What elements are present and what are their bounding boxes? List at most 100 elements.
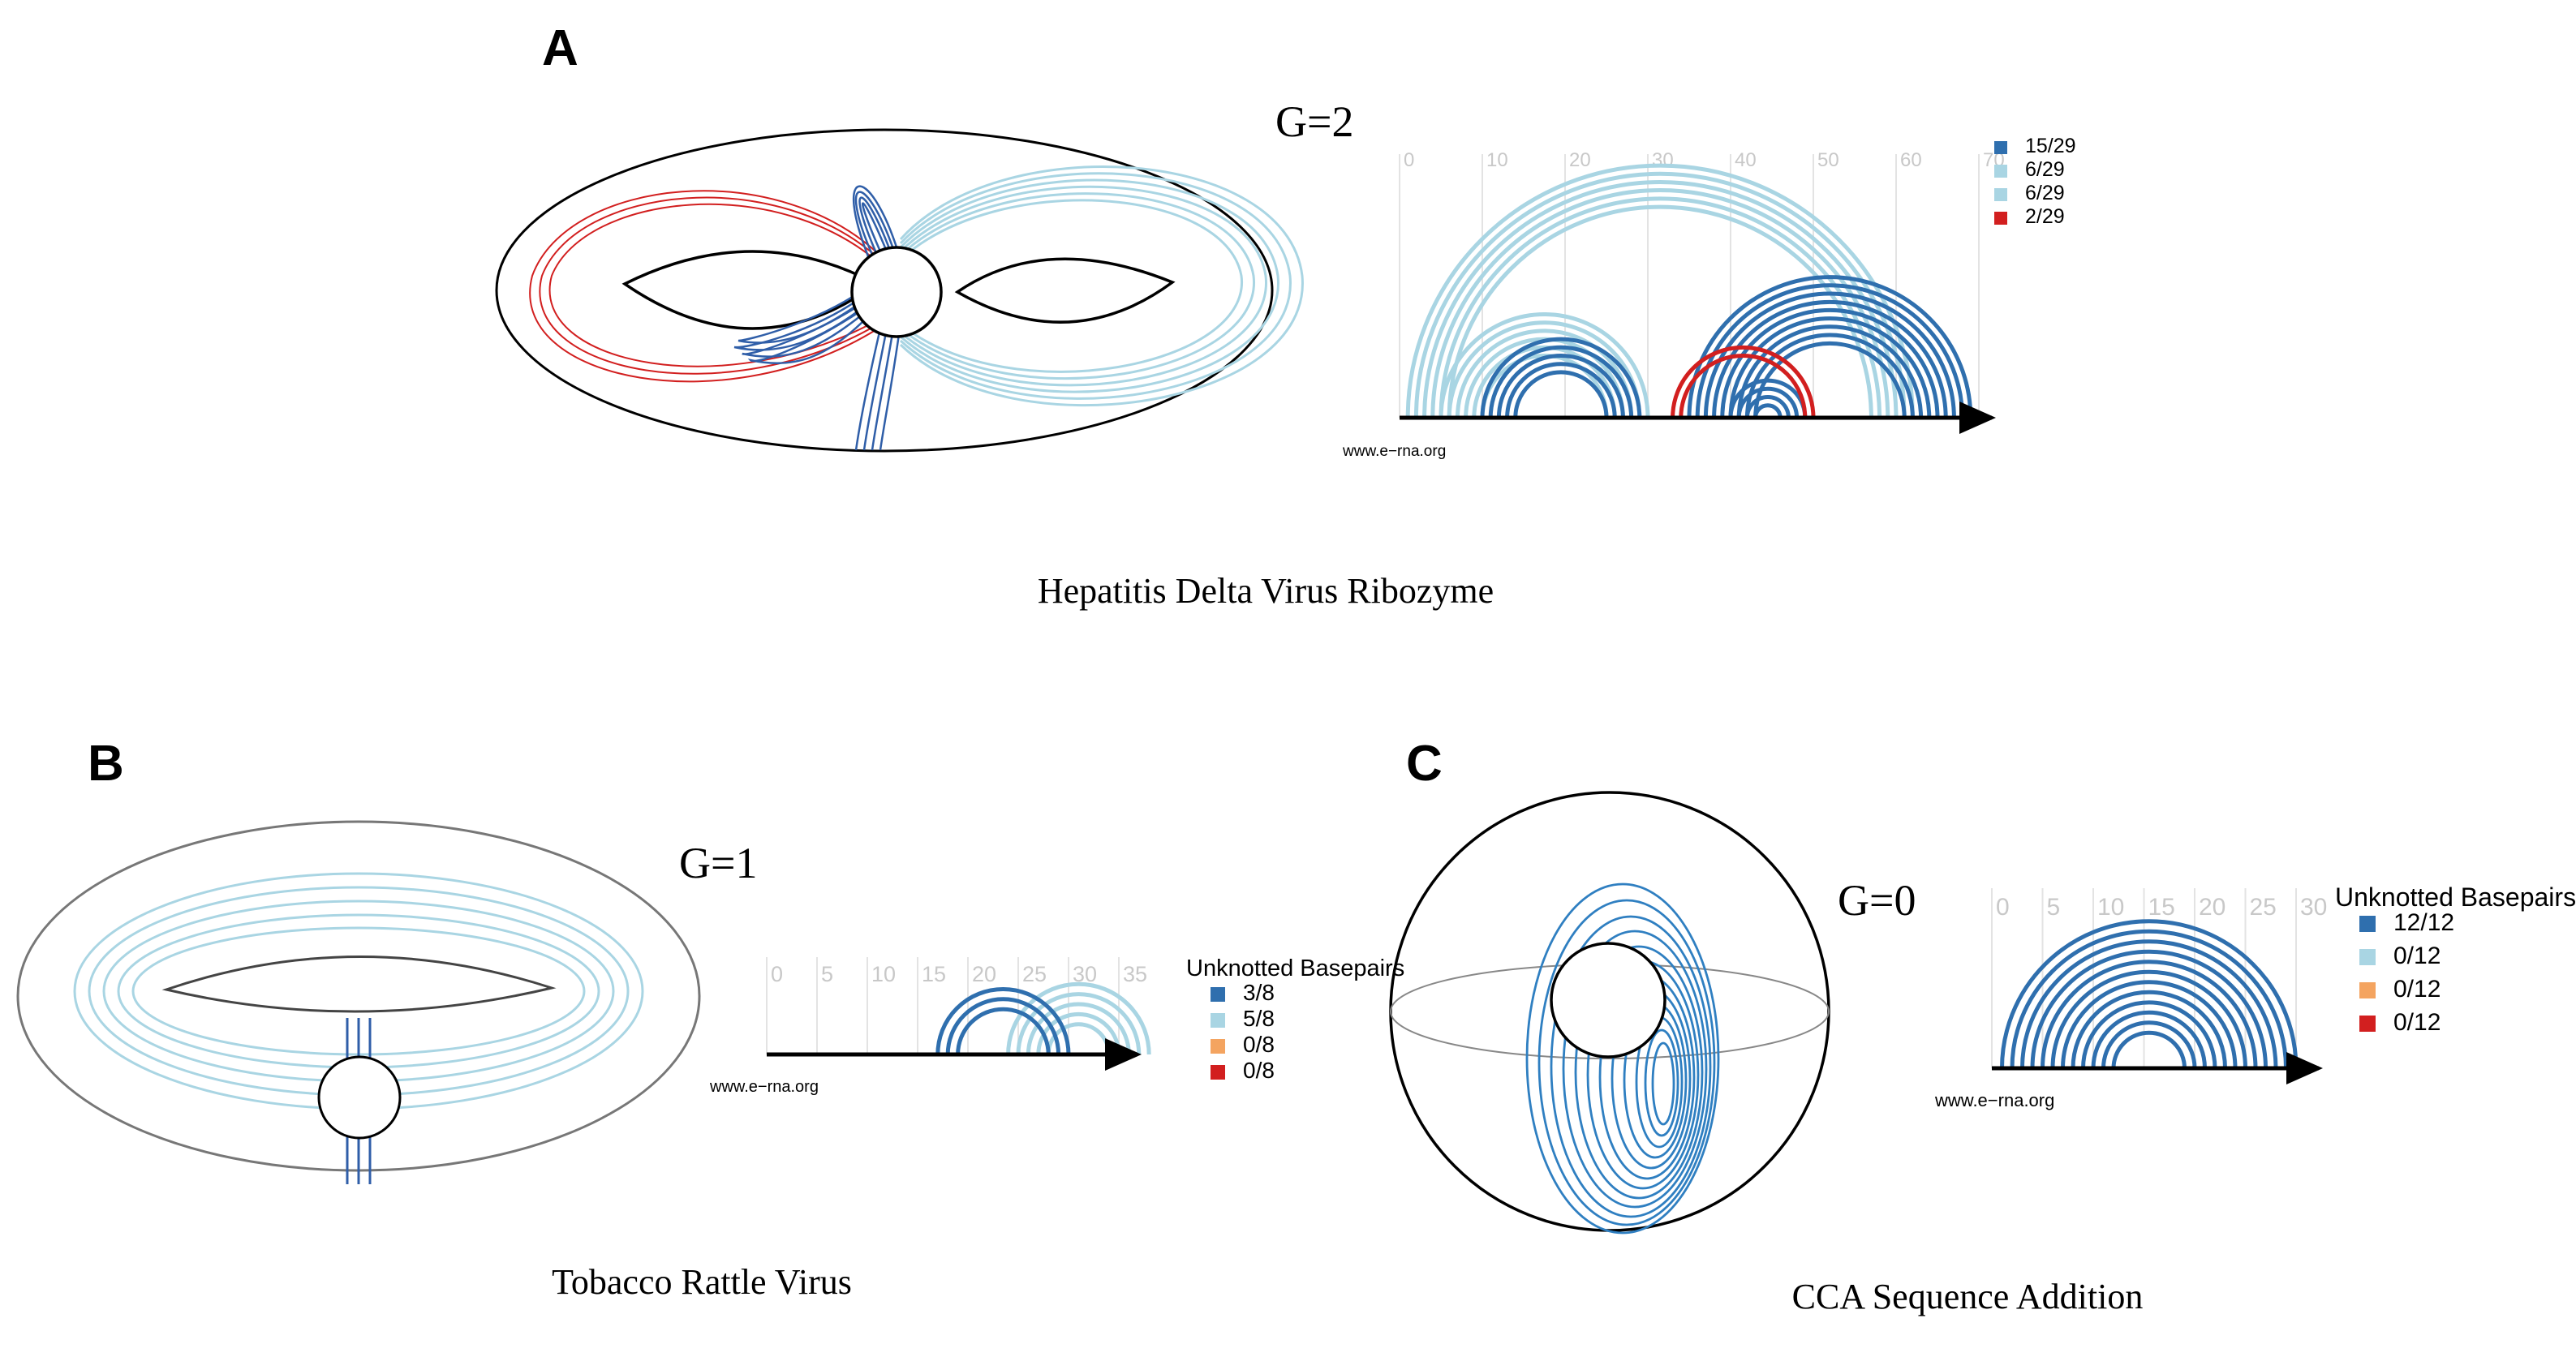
basepair-arc bbox=[1447, 320, 1642, 419]
axis-tick-label: 0 bbox=[771, 962, 783, 986]
legend-swatch bbox=[1994, 188, 2007, 201]
legend-swatch bbox=[1211, 1065, 1225, 1080]
basepair-arc bbox=[1016, 992, 1142, 1055]
basepair-arc bbox=[2091, 1010, 2207, 1069]
legend-label: 0/8 bbox=[1243, 1032, 1275, 1057]
legend-label: 0/12 bbox=[2393, 1009, 2441, 1036]
basepair-arc bbox=[1036, 1011, 1121, 1055]
torus-surface bbox=[16, 820, 701, 1184]
red-strands bbox=[529, 190, 885, 383]
panel-b-letter: B bbox=[88, 736, 124, 792]
basepair-arc bbox=[945, 997, 1061, 1055]
legend-label: 12/12 bbox=[2393, 909, 2454, 936]
basepair-arc bbox=[1679, 354, 1808, 419]
basepair-arc bbox=[2061, 980, 2238, 1069]
basepair-arc bbox=[1006, 981, 1151, 1055]
caption-b: Tobacco Rattle Virus bbox=[552, 1262, 852, 1302]
dark-blue-strands bbox=[733, 185, 902, 451]
basepair-arc bbox=[1736, 324, 1924, 419]
basepair-arc bbox=[1712, 299, 1948, 419]
legend-swatch bbox=[1994, 212, 2007, 225]
legend-swatch bbox=[2359, 982, 2376, 998]
axis-tick-label: 10 bbox=[2097, 894, 2124, 921]
axis-tick-label: 20 bbox=[972, 962, 996, 986]
basepair-arc bbox=[1505, 362, 1617, 419]
axis-tick-label: 30 bbox=[2300, 894, 2327, 921]
torus-hole bbox=[161, 955, 557, 1013]
axis-tick-label: 30 bbox=[1652, 149, 1674, 171]
legend-swatch bbox=[2359, 916, 2376, 932]
boundary-disk-c bbox=[1550, 942, 1666, 1059]
basepair-arc bbox=[2111, 1030, 2187, 1069]
basepair-arc bbox=[2000, 919, 2299, 1069]
legend-swatch bbox=[1211, 987, 1225, 1002]
right-hole bbox=[954, 257, 1176, 324]
basepair-arc bbox=[1480, 337, 1642, 419]
credit-c: www.e−rna.org bbox=[1934, 1090, 2054, 1110]
basepair-arc bbox=[1728, 316, 1932, 419]
axis-tick-label: 5 bbox=[2047, 894, 2061, 921]
axis-tick-label: 15 bbox=[2148, 894, 2175, 921]
basepair-arc bbox=[1720, 307, 1940, 419]
axis-tick-label: 60 bbox=[1900, 149, 1922, 171]
basepair-arc bbox=[2081, 1000, 2217, 1069]
axis-tick-label: 0 bbox=[1404, 149, 1414, 171]
basepair-arc bbox=[1496, 354, 1625, 419]
axis-tick-label: 5 bbox=[821, 962, 833, 986]
axis-tick-label: 20 bbox=[2199, 894, 2226, 921]
boundary-disk-b bbox=[317, 1055, 402, 1140]
legend-label: 3/8 bbox=[1243, 980, 1275, 1005]
basepair-arc bbox=[1430, 188, 1890, 419]
basepair-arc bbox=[956, 1007, 1051, 1055]
basepair-arc bbox=[1753, 403, 1783, 419]
axis-tick-label: 10 bbox=[1486, 149, 1508, 171]
genus-label-a: G=2 bbox=[1275, 97, 1353, 146]
basepair-arc bbox=[1439, 312, 1650, 419]
basepair-arc bbox=[2030, 949, 2268, 1069]
legend-swatch bbox=[1211, 1039, 1225, 1054]
basepair-arc bbox=[2020, 939, 2278, 1069]
legend-label: 5/8 bbox=[1243, 1006, 1275, 1031]
caption-c: CCA Sequence Addition bbox=[1792, 1277, 2144, 1316]
axis-tick-label: 50 bbox=[1817, 149, 1839, 171]
legend-swatch bbox=[2359, 1016, 2376, 1032]
axis-tick-label: 40 bbox=[1735, 149, 1757, 171]
genus-two-surface bbox=[495, 128, 1304, 453]
basepair-arc bbox=[1753, 341, 1907, 419]
legend-title: Unknotted Basepairs bbox=[2335, 882, 2576, 912]
grid-c bbox=[1991, 888, 2297, 1068]
axis-tick-label: 15 bbox=[922, 962, 946, 986]
legend-label: 6/29 bbox=[2025, 182, 2065, 204]
axis-tick-label: 25 bbox=[2250, 894, 2277, 921]
axis-tick-label: 0 bbox=[1996, 894, 2010, 921]
axis-tick-label: 35 bbox=[1123, 962, 1147, 986]
legend-label: 15/29 bbox=[2025, 135, 2076, 157]
legend-swatch bbox=[1994, 141, 2007, 154]
basepair-arc bbox=[2041, 960, 2258, 1069]
legend-label: 6/29 bbox=[2025, 158, 2065, 181]
legend-swatch bbox=[2359, 949, 2376, 965]
basepair-arc bbox=[2101, 1020, 2197, 1069]
legend-label: 2/29 bbox=[2025, 205, 2065, 228]
legend-swatch bbox=[1211, 1013, 1225, 1028]
panel-a: A bbox=[495, 20, 2076, 611]
axis-tick-label: 20 bbox=[1569, 149, 1591, 171]
arc-diagram-c: 0 5 10 15 20 25 30 www.e−rna.org Unknotted Bas… bbox=[1934, 882, 2576, 1110]
basepair-arc bbox=[1488, 345, 1634, 419]
basepair-arc bbox=[1736, 386, 1800, 419]
arcs-a bbox=[1405, 163, 1973, 419]
legend-label: 0/8 bbox=[1243, 1058, 1275, 1083]
genus-label-b: G=1 bbox=[679, 839, 757, 887]
basepair-arc bbox=[1687, 275, 1973, 419]
legend-label: 0/12 bbox=[2393, 943, 2441, 969]
credit-b: www.e−rna.org bbox=[709, 1078, 819, 1096]
basepair-arc bbox=[2010, 929, 2288, 1069]
basepair-arc bbox=[935, 986, 1071, 1055]
panel-a-letter: A bbox=[542, 20, 578, 76]
legend-a: 15/296/296/292/29 bbox=[1994, 135, 2076, 228]
